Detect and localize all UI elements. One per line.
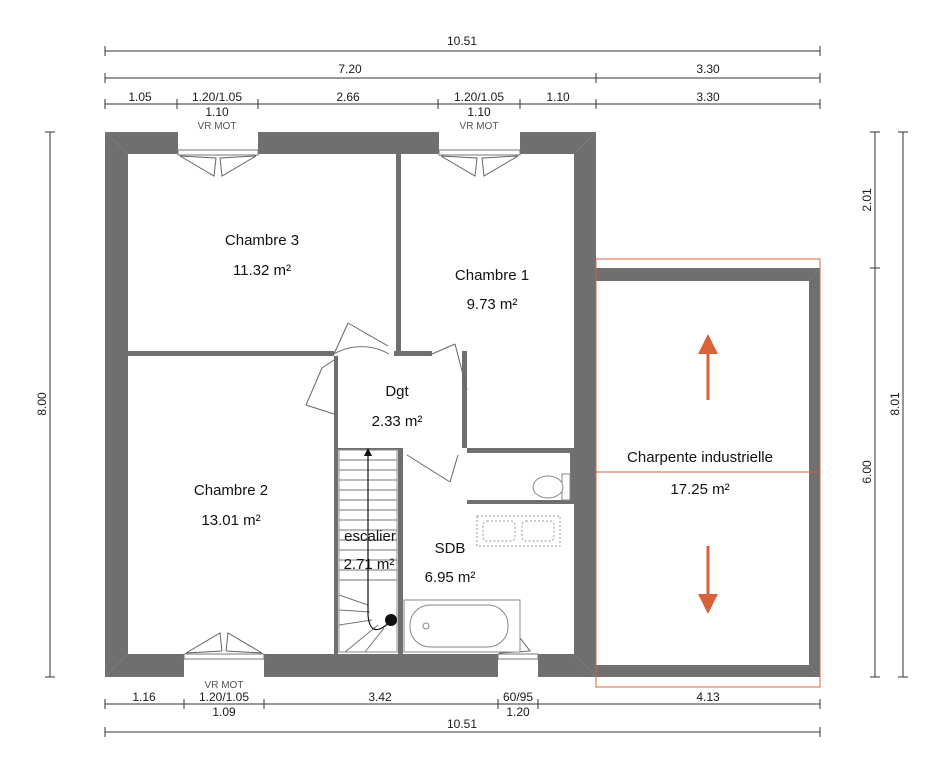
charpente-outline bbox=[595, 258, 821, 688]
dim-bottom-seg-5: 4.13 bbox=[696, 690, 720, 704]
double-sink-icon bbox=[476, 515, 561, 547]
dim-top-right: 3.30 bbox=[696, 62, 720, 76]
toilet-icon bbox=[532, 473, 571, 501]
exterior-walls bbox=[105, 132, 596, 677]
dim-bottom-sub-1: 1.09 bbox=[212, 705, 236, 719]
bathtub-icon bbox=[403, 599, 521, 653]
door-chambre1 bbox=[431, 343, 468, 391]
room-name-chambre1: Chambre 1 bbox=[455, 267, 529, 284]
dim-right-total: 8.01 bbox=[888, 392, 902, 416]
stair-newel-icon bbox=[385, 614, 397, 626]
arrow-up-icon bbox=[698, 334, 718, 400]
dim-top-sub-2: 1.10 bbox=[467, 105, 491, 119]
dim-top-total: 10.51 bbox=[447, 34, 477, 48]
room-name-chambre3: Chambre 3 bbox=[225, 232, 299, 249]
room-area-escalier: 2.71 m² bbox=[344, 556, 395, 573]
room-name-sdb: SDB bbox=[435, 540, 466, 557]
dim-top-seg-2: 1.20/1.05 bbox=[192, 90, 242, 104]
bottom-dimensions: VR MOT 1.16 1.20/1.05 3.42 60/95 4.13 1.… bbox=[104, 680, 821, 737]
room-name-chambre2: Chambre 2 bbox=[194, 482, 268, 499]
window-top-right bbox=[438, 149, 521, 177]
door-sdb bbox=[406, 454, 459, 483]
window-label-bottom: VR MOT bbox=[205, 680, 244, 691]
room-area-chambre1: 9.73 m² bbox=[467, 296, 518, 313]
side-dimensions: 8.00 2.01 6.00 8.01 bbox=[35, 131, 908, 678]
dim-left-height: 8.00 bbox=[35, 392, 49, 416]
dim-top-seg-6: 3.30 bbox=[696, 90, 720, 104]
room-area-charpente: 17.25 m² bbox=[670, 481, 729, 498]
window-top-left bbox=[177, 149, 259, 177]
room-name-escalier: escalier bbox=[344, 528, 396, 545]
staircase bbox=[338, 448, 398, 653]
dim-top-seg-1: 1.05 bbox=[128, 90, 152, 104]
room-name-charpente: Charpente industrielle bbox=[627, 449, 773, 466]
top-dimensions: 10.51 7.20 3.30 1.05 1.20/1.05 2.66 1.20… bbox=[104, 34, 821, 132]
arrow-down-icon bbox=[698, 546, 718, 614]
charpente-walls bbox=[595, 258, 821, 688]
room-area-chambre2: 13.01 m² bbox=[201, 512, 260, 529]
door-chambre2 bbox=[305, 359, 335, 415]
dim-bottom-seg-2: 1.20/1.05 bbox=[199, 690, 249, 704]
room-area-dgt: 2.33 m² bbox=[372, 413, 423, 430]
room-area-chambre3: 11.32 m² bbox=[233, 262, 291, 279]
room-area-sdb: 6.95 m² bbox=[425, 569, 476, 586]
window-label-top-right: VR MOT bbox=[460, 121, 499, 132]
room-name-dgt: Dgt bbox=[385, 383, 409, 400]
dim-top-seg-4: 1.20/1.05 bbox=[454, 90, 504, 104]
dim-bottom-sub-2: 1.20 bbox=[506, 705, 530, 719]
dim-bottom-seg-1: 1.16 bbox=[132, 690, 156, 704]
dim-right-lower: 6.00 bbox=[860, 460, 874, 484]
dim-top-seg-3: 2.66 bbox=[336, 90, 360, 104]
dim-top-left: 7.20 bbox=[338, 62, 362, 76]
dim-right-upper: 2.01 bbox=[860, 188, 874, 212]
door-chambre3 bbox=[333, 322, 390, 355]
window-label-top-left: VR MOT bbox=[198, 121, 237, 132]
dim-top-seg-5: 1.10 bbox=[546, 90, 570, 104]
dim-bottom-seg-3: 3.42 bbox=[368, 690, 392, 704]
dim-bottom-seg-4: 60/95 bbox=[503, 690, 533, 704]
window-bottom bbox=[183, 632, 265, 660]
dim-top-sub-1: 1.10 bbox=[205, 105, 229, 119]
dim-bottom-total: 10.51 bbox=[447, 717, 477, 731]
